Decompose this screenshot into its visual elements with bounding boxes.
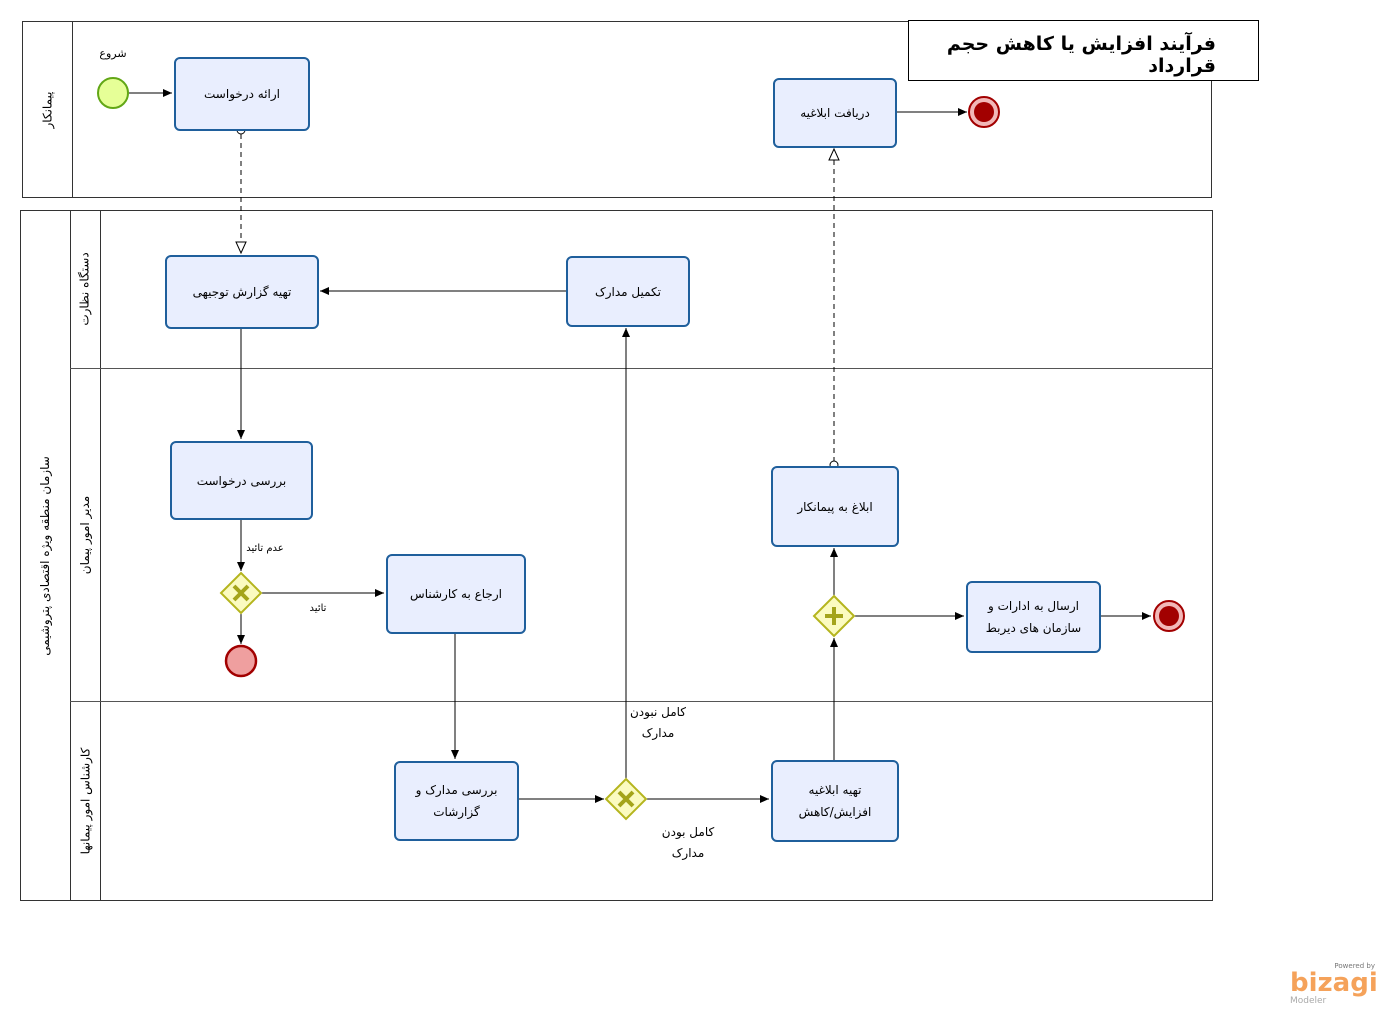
task-notify-contractor[interactable]: ابلاغ به پیمانکار (771, 466, 899, 547)
flow-label-approved: تائید (309, 603, 327, 614)
task-send-offices[interactable]: ارسال به ادارات و سازمان های دیربط (966, 581, 1101, 653)
parallel-gateway (812, 594, 856, 638)
exclusive-gateway-docs (604, 777, 648, 821)
task-review-request[interactable]: بررسی درخواست (170, 441, 313, 520)
task-prepare-report[interactable]: تهیه گزارش توجیهی (165, 255, 319, 329)
logo-sub: Modeler (1290, 996, 1327, 1006)
bizagi-logo: Powered by bizagi Modeler (1290, 962, 1378, 1006)
start-event-label: شروع (99, 47, 127, 60)
task-submit-request[interactable]: ارائه درخواست (174, 57, 310, 131)
task-review-docs[interactable]: بررسی مدارک و گزارشات (394, 761, 519, 841)
task-refer-expert[interactable]: ارجاع به کارشناس (386, 554, 526, 634)
pool-organization (20, 210, 1213, 901)
end-event (1153, 600, 1185, 632)
lane-divider (70, 701, 1213, 702)
flow-label-docs-incomplete: کامل نبودن مدارک (629, 705, 686, 740)
logo-brand: bizagi (1290, 968, 1378, 998)
task-complete-docs[interactable]: تکمیل مدارک (566, 256, 690, 327)
end-event (968, 96, 1000, 128)
divider (70, 210, 71, 901)
flow-label-rejected: عدم تائید (246, 543, 284, 554)
divider (72, 21, 73, 198)
end-event-rejected (224, 644, 258, 678)
lane-divider (70, 368, 1213, 369)
diagram-title: فرآیند افزایش یا کاهش حجم قرارداد (908, 20, 1259, 81)
start-event (97, 77, 129, 109)
flow-label-docs-complete: کامل بودن مدارک (661, 825, 715, 860)
divider (100, 210, 101, 901)
pool-contractor (22, 21, 1212, 198)
task-prepare-notice[interactable]: تهیه ابلاغیه افزایش/کاهش (771, 760, 899, 842)
logo-powered: Powered by (1334, 962, 1375, 970)
task-receive-notice[interactable]: دریافت ابلاغیه (773, 78, 897, 148)
exclusive-gateway-approval (219, 571, 263, 615)
